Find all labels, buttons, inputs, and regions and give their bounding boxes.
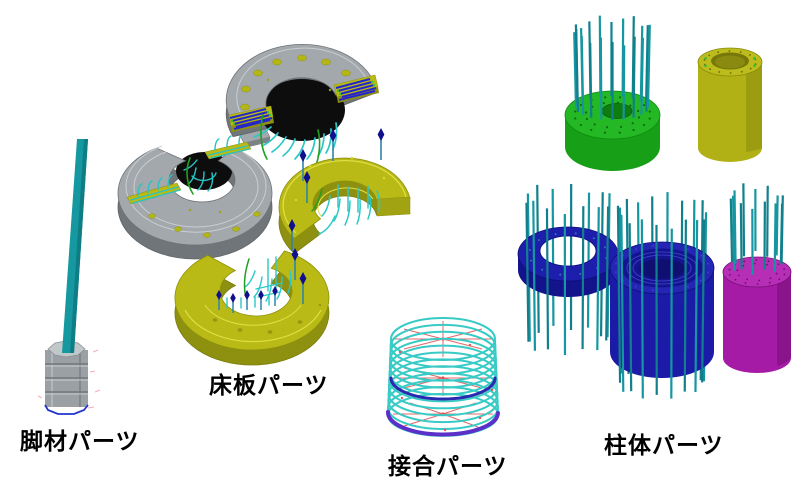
magenta-column (722, 183, 792, 373)
yellow-upper-wires (318, 184, 381, 235)
floor-plate-yellow-upper (278, 127, 411, 255)
yellow-lower-wires (226, 256, 292, 309)
coil-dots (398, 343, 494, 432)
ring-top-dots (528, 232, 608, 276)
yellow-cylinder (697, 47, 763, 162)
gray-top-stripe-dots (230, 80, 376, 126)
magenta-column-rods (729, 183, 784, 275)
magenta-top-dots (728, 259, 786, 285)
label-floor-plate-parts: 床板パーツ (209, 372, 329, 398)
gray-top-holes (240, 54, 351, 111)
pile-base-specks (37, 349, 101, 409)
pile-rod (62, 139, 88, 353)
leg-part-illustration (37, 139, 101, 415)
green-top-dots (574, 96, 651, 134)
blue-ring (517, 184, 619, 355)
gray-middle-wires (130, 132, 250, 204)
pile-ring-rods-front (525, 200, 610, 355)
label-joint-parts: 接合パーツ (388, 453, 508, 479)
green-column (564, 15, 661, 171)
floor-plate-gray-top (225, 43, 379, 175)
yellow-upper-dots (294, 156, 386, 202)
gray-top-stripe-rods (229, 78, 377, 130)
blue-column (609, 192, 715, 399)
yellow-top-green-dots (704, 56, 756, 68)
floor-plate-gray-middle (117, 125, 273, 260)
blue-column-rods-front (616, 205, 706, 399)
coil-loops (387, 317, 499, 437)
joint-coil-illustration (385, 317, 500, 437)
yellow-lower-holes (212, 303, 322, 334)
gray-middle-holes (148, 208, 261, 238)
label-column-parts: 柱体パーツ (604, 432, 724, 458)
label-leg-parts: 脚材パーツ (20, 428, 140, 454)
floor-plate-yellow-lower (174, 247, 330, 366)
green-column-rods (573, 15, 651, 120)
